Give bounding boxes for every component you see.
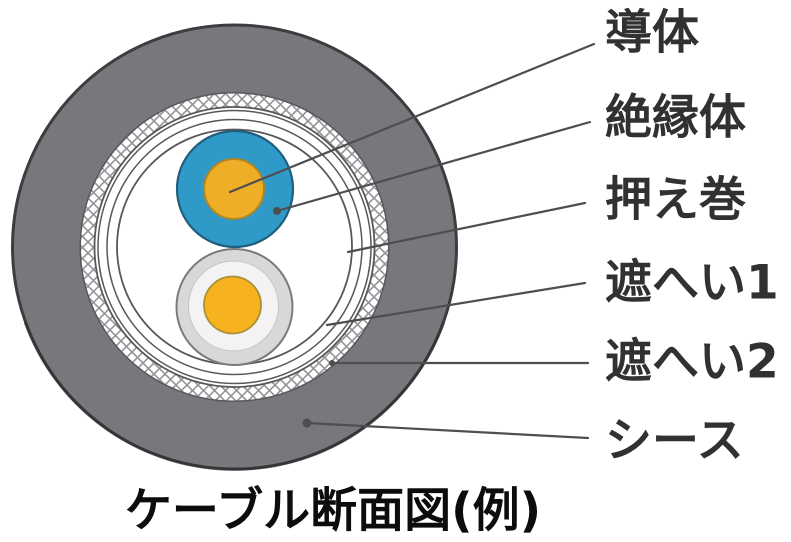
label-sheath: シース	[605, 414, 744, 469]
conductor-2	[203, 275, 262, 335]
leader-line-sheath	[305, 421, 590, 440]
conductor-1	[203, 158, 265, 220]
sheath-bottom-shadow-arc	[23, 321, 445, 471]
leader-line-shield-1	[325, 281, 587, 327]
label-insulator: 絶縁体	[605, 91, 746, 146]
figure-caption: ケーブル断面図(例)	[125, 484, 541, 539]
leader-dot-sheath	[302, 418, 312, 428]
shield1-ring-inner	[106, 118, 363, 376]
label-shield-2: 遮へい2	[605, 335, 779, 390]
leader-lines	[228, 42, 596, 440]
leader-line-binder-tape	[346, 201, 587, 254]
leader-line-conductor	[228, 42, 596, 194]
label-binder-tape: 押え巻	[605, 173, 746, 228]
label-shield-1: 遮へい1	[605, 256, 779, 311]
cable-diagram	[11, 23, 458, 471]
part-labels: 導体 絶縁体 押え巻 遮へい1 遮へい2 シース	[605, 6, 779, 469]
label-conductor: 導体	[605, 6, 699, 61]
leader-dot-insulator	[273, 207, 281, 215]
leader-line-insulator	[275, 120, 592, 213]
shield2-braid-ring	[81, 93, 388, 401]
leader-dot-shield-2	[329, 360, 335, 366]
